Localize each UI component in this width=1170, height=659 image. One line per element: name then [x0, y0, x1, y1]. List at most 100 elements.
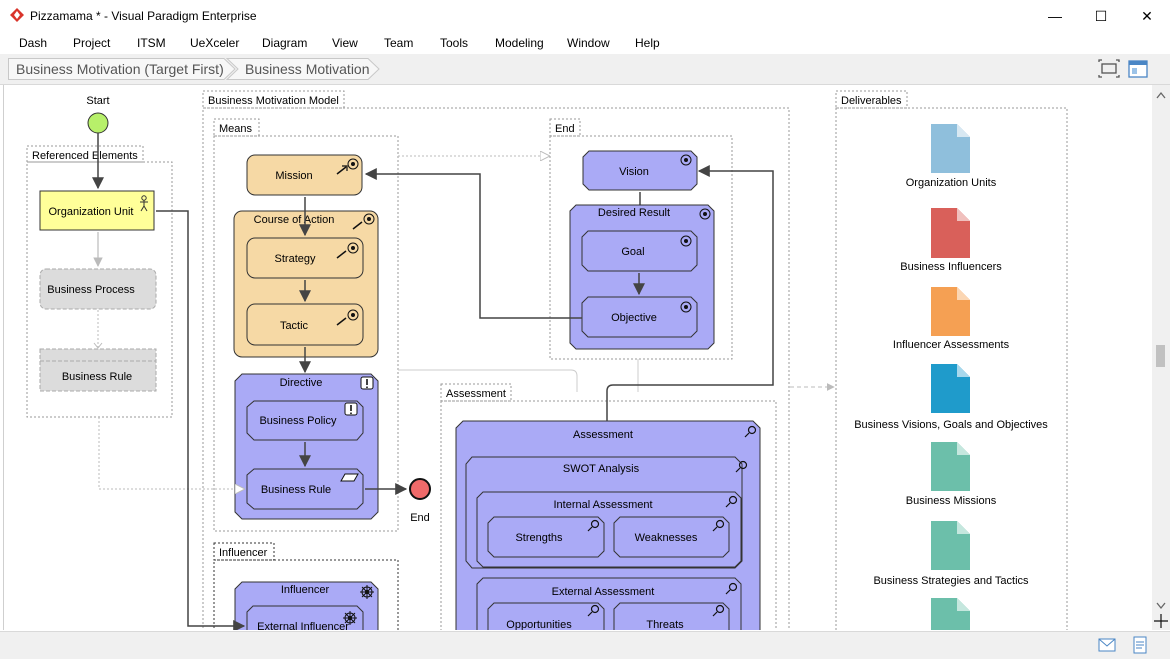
- diagram-svg: Start Referenced Elements Organization U…: [26, 90, 1068, 630]
- magnifier-icon: [712, 604, 725, 617]
- close-icon: ✕: [1141, 7, 1153, 24]
- vertical-scrollbar[interactable]: [1152, 85, 1170, 630]
- deliverable-business-missions[interactable]: Business Missions: [906, 442, 997, 507]
- menu-itsm[interactable]: ITSM: [137, 36, 166, 50]
- vision-label: Vision: [619, 166, 649, 178]
- scroll-up-icon[interactable]: [1156, 91, 1166, 99]
- end-node[interactable]: [409, 478, 431, 500]
- deliverable-business-visions[interactable]: Business Visions, Goals and Objectives: [854, 364, 1048, 431]
- maximize-button[interactable]: ☐: [1078, 0, 1124, 32]
- influencer-label: Influencer: [281, 584, 330, 596]
- menu-bar: Dash Project ITSM UeXceler Diagram View …: [0, 32, 1170, 54]
- breadcrumb-item-target-first[interactable]: Business Motivation (Target First): [16, 61, 224, 77]
- minimize-icon: —: [1048, 8, 1062, 24]
- assessment-label: Assessment: [573, 429, 633, 441]
- minimize-button[interactable]: —: [1032, 0, 1078, 32]
- means-icon: [336, 309, 359, 326]
- objective-label: Objective: [611, 312, 657, 324]
- organization-unit-element[interactable]: [39, 190, 155, 231]
- goal-element[interactable]: [581, 230, 698, 272]
- scroll-down-icon[interactable]: [1156, 602, 1166, 610]
- target-icon: [680, 154, 692, 166]
- close-button[interactable]: ✕: [1124, 0, 1170, 32]
- menu-view[interactable]: View: [332, 36, 358, 50]
- means-title: Means: [219, 123, 253, 135]
- notes-icon[interactable]: [1132, 636, 1148, 654]
- business-rule-element[interactable]: [246, 468, 364, 510]
- deliverable-label: Business Influencers: [900, 261, 1002, 273]
- assessment-package-title: Assessment: [446, 388, 506, 400]
- assessment-package[interactable]: [440, 400, 777, 630]
- external-influencer-element[interactable]: [246, 605, 364, 630]
- pan-icon[interactable]: [1154, 614, 1168, 628]
- start-node[interactable]: [87, 112, 109, 134]
- end-package-title: End: [555, 123, 575, 135]
- organization-unit-label: Organization Unit: [49, 206, 134, 218]
- business-rule-ref-element[interactable]: [39, 348, 157, 392]
- business-policy-element[interactable]: [246, 400, 364, 441]
- vision-element[interactable]: [582, 150, 698, 191]
- mission-element[interactable]: [246, 154, 363, 196]
- window-title: Pizzamama * - Visual Paradigm Enterprise: [30, 9, 257, 23]
- magnifier-icon: [712, 519, 725, 532]
- actor-icon: [140, 195, 148, 212]
- breadcrumb-item-business-motivation[interactable]: Business Motivation: [245, 61, 370, 77]
- deliverable-business-influencers[interactable]: Business Influencers: [900, 208, 1002, 273]
- objective-element[interactable]: [581, 296, 698, 338]
- weaknesses-element[interactable]: [613, 516, 730, 558]
- referenced-elements-title: Referenced Elements: [32, 150, 138, 162]
- magnifier-icon: [725, 495, 738, 508]
- menu-help[interactable]: Help: [635, 36, 660, 50]
- business-process-element[interactable]: [39, 268, 157, 310]
- means-package[interactable]: [213, 135, 399, 532]
- threats-element[interactable]: [613, 602, 730, 630]
- deliverable-label: Business Strategies and Tactics: [873, 575, 1029, 587]
- means-icon: [352, 213, 375, 230]
- menu-tools[interactable]: Tools: [440, 36, 469, 50]
- menu-uexceler[interactable]: UeXceler: [190, 36, 240, 50]
- menu-window[interactable]: Window: [567, 36, 610, 50]
- menu-team[interactable]: Team: [384, 36, 414, 50]
- tactic-element[interactable]: [246, 303, 364, 346]
- fit-diagram-icon[interactable]: [1098, 59, 1120, 79]
- menu-dash[interactable]: Dash: [19, 36, 48, 50]
- menu-diagram[interactable]: Diagram: [262, 36, 308, 50]
- strategy-element[interactable]: [246, 237, 364, 279]
- directive-label: Directive: [280, 377, 323, 389]
- business-motivation-model-package[interactable]: [202, 107, 790, 630]
- title-bar: Pizzamama * - Visual Paradigm Enterprise…: [0, 0, 1170, 32]
- strengths-element[interactable]: [487, 516, 605, 558]
- rule-icon: [340, 473, 359, 482]
- deliverables-title: Deliverables: [841, 95, 902, 107]
- deliverable-label: Business Missions: [906, 495, 997, 507]
- deliverables-package[interactable]: [835, 107, 1068, 630]
- deliverable-organization-units[interactable]: Organization Units: [906, 124, 997, 189]
- swot-analysis-label: SWOT Analysis: [563, 463, 640, 475]
- deliverable-label: Organization Units: [906, 177, 997, 189]
- scrollbar-thumb[interactable]: [1156, 345, 1165, 367]
- deliverable-influencer-assessments[interactable]: Influencer Assessments: [893, 287, 1010, 351]
- diagram-canvas[interactable]: Start Referenced Elements Organization U…: [3, 85, 1152, 630]
- magnifier-icon: [744, 425, 757, 438]
- business-process-label: Business Process: [47, 284, 135, 296]
- menu-project[interactable]: Project: [73, 36, 111, 50]
- strengths-label: Strengths: [515, 532, 563, 544]
- external-influencer-label: External Influencer: [257, 621, 349, 630]
- deliverable-item[interactable]: [931, 598, 970, 630]
- menu-modeling[interactable]: Modeling: [495, 36, 544, 50]
- influencer-package[interactable]: [213, 559, 399, 630]
- threats-label: Threats: [646, 619, 684, 630]
- business-rule-label: Business Rule: [261, 484, 331, 496]
- mail-icon[interactable]: [1098, 638, 1116, 652]
- end-package[interactable]: [549, 135, 733, 360]
- target-icon: [699, 208, 711, 220]
- opportunities-element[interactable]: [487, 602, 605, 630]
- wheel-icon: [343, 611, 357, 625]
- end-label: End: [410, 512, 430, 524]
- tactic-label: Tactic: [280, 320, 309, 332]
- deliverable-business-strategies[interactable]: Business Strategies and Tactics: [873, 521, 1029, 587]
- magnifier-icon: [735, 460, 748, 473]
- exclamation-icon: [344, 402, 358, 416]
- business-motivation-model-title: Business Motivation Model: [208, 95, 339, 107]
- diagram-navigator-icon[interactable]: [1127, 59, 1149, 79]
